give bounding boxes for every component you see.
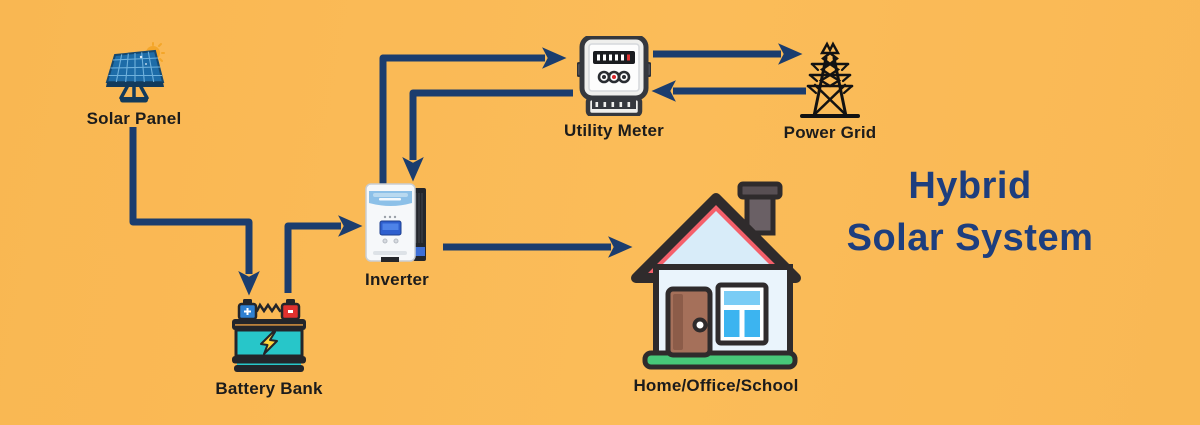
node-utility-meter: Utility Meter bbox=[554, 36, 674, 141]
battery-bank-label: Battery Bank bbox=[215, 379, 323, 398]
utility-meter-icon bbox=[577, 36, 651, 116]
node-home: Home/Office/School bbox=[628, 181, 804, 396]
node-battery-bank: Battery Bank bbox=[199, 298, 339, 399]
arrow-battery-to-inverter bbox=[284, 215, 363, 293]
solar-panel-label: Solar Panel bbox=[86, 109, 182, 128]
page-title: Hybrid Solar System bbox=[810, 160, 1130, 264]
arrow-meter-to-inverter bbox=[402, 89, 573, 182]
power-grid-icon bbox=[800, 41, 860, 118]
solar-panel-icon bbox=[105, 42, 165, 103]
title-line-1: Hybrid bbox=[908, 165, 1032, 207]
utility-meter-label: Utility Meter bbox=[564, 121, 664, 140]
arrow-inverter-to-meter bbox=[379, 47, 567, 184]
node-inverter: Inverter bbox=[347, 183, 447, 290]
power-grid-label: Power Grid bbox=[783, 123, 877, 142]
title-line-2: Solar System bbox=[846, 217, 1094, 259]
home-label: Home/Office/School bbox=[633, 376, 799, 395]
node-power-grid: Power Grid bbox=[770, 38, 890, 143]
home-icon bbox=[631, 181, 801, 370]
inverter-icon bbox=[365, 183, 426, 262]
battery-bank-icon bbox=[232, 299, 306, 372]
arrow-solar-to-battery bbox=[129, 127, 260, 296]
node-solar-panel: Solar Panel bbox=[74, 42, 194, 129]
inverter-label: Inverter bbox=[365, 270, 429, 289]
